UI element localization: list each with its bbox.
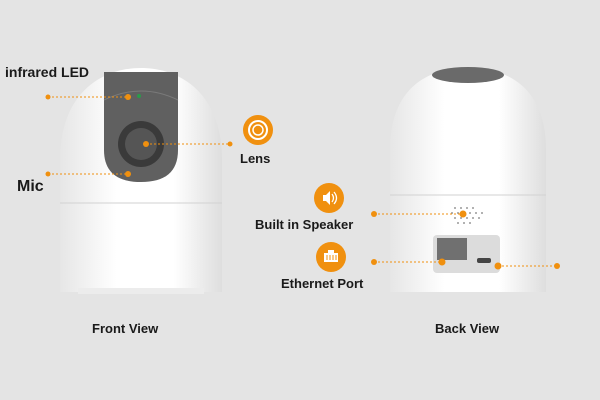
speaker-icon xyxy=(314,183,344,213)
back-view-caption: Back View xyxy=(435,321,500,336)
ethernet-port xyxy=(437,238,467,260)
back-camera xyxy=(390,67,546,292)
front-camera xyxy=(60,68,222,294)
callout-lines xyxy=(48,96,557,267)
callout-dots xyxy=(45,94,560,270)
ethernet-label: Ethernet Port xyxy=(281,276,364,291)
speaker-grille xyxy=(451,207,483,224)
usb-port xyxy=(477,258,491,263)
lens-label: Lens xyxy=(240,151,271,166)
status-led xyxy=(137,94,141,98)
lens-icon xyxy=(243,115,273,145)
infrared-led-label: infrared LED xyxy=(5,64,90,80)
front-view-caption: Front View xyxy=(92,321,159,336)
speaker-label: Built in Speaker xyxy=(255,217,354,232)
mic-label: Mic xyxy=(17,178,44,195)
ethernet-icon xyxy=(316,242,346,272)
